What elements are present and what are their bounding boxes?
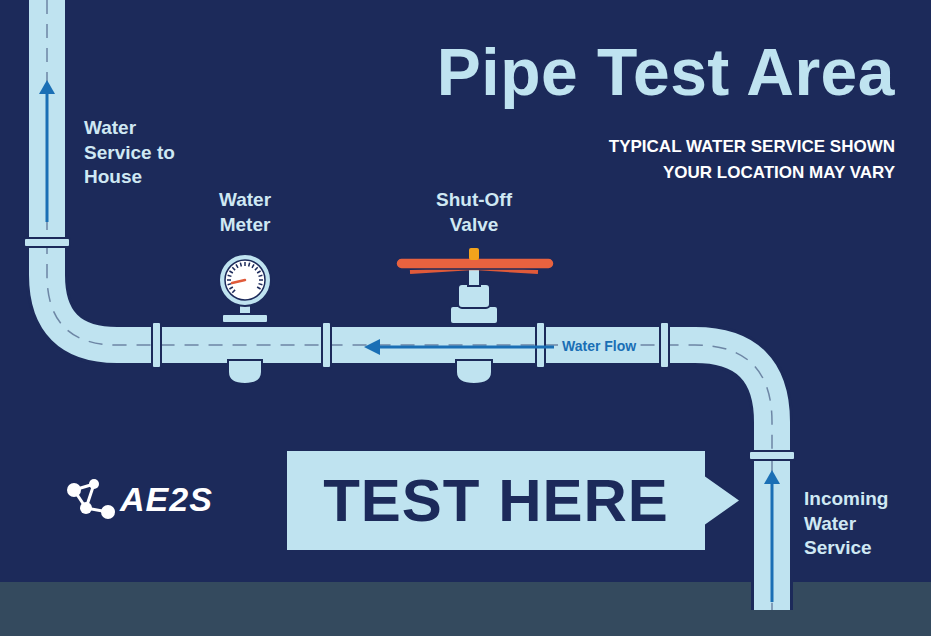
title: Pipe Test Area bbox=[437, 34, 895, 110]
flow-label: Water Flow bbox=[558, 338, 640, 354]
logo-text: AE2S bbox=[120, 480, 213, 519]
pipe-flanges bbox=[24, 238, 795, 460]
logo-icon bbox=[67, 479, 115, 519]
pipe-label: Water Service to House bbox=[84, 116, 194, 190]
shut-off-valve bbox=[396, 248, 554, 384]
test-arrow-box: TEST HERE bbox=[287, 451, 739, 550]
part-label: Shut-Off Valve bbox=[414, 188, 534, 237]
subtitle: YOUR LOCATION MAY VARY bbox=[663, 163, 895, 183]
box-text: TEST HERE bbox=[287, 466, 705, 535]
water-meter bbox=[219, 254, 271, 384]
pipe-label: Incoming Water Service bbox=[804, 487, 914, 561]
part-label: Water Meter bbox=[200, 188, 290, 237]
subtitle: TYPICAL WATER SERVICE SHOWN bbox=[609, 137, 895, 157]
flow-arrows bbox=[39, 80, 780, 602]
